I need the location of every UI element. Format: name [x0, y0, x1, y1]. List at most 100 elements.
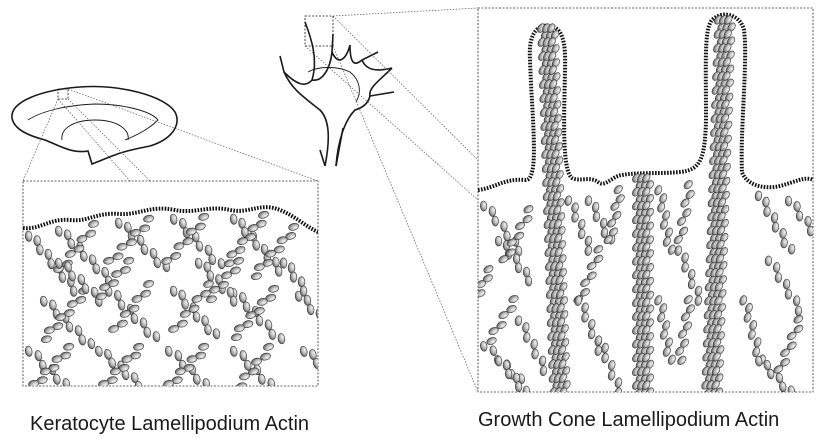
- actin-monomer: [198, 342, 210, 351]
- actin-monomer: [607, 370, 616, 381]
- actin-monomer: [126, 238, 138, 247]
- actin-monomer: [181, 299, 189, 310]
- actin-filament: [170, 286, 221, 340]
- actin-filament: [738, 295, 766, 366]
- actin-monomer: [539, 365, 547, 376]
- actin-monomer: [687, 269, 696, 280]
- growth-cone-caption: Growth Cone Lamellipodium Actin: [478, 409, 779, 431]
- actin-monomer: [787, 385, 795, 396]
- actin-monomer: [114, 290, 122, 301]
- actin-monomer: [571, 202, 580, 213]
- actin-monomer: [47, 258, 55, 269]
- actin-monomer: [687, 278, 696, 289]
- actin-monomer: [239, 292, 247, 303]
- actin-monomer: [62, 378, 71, 389]
- actin-monomer: [779, 228, 787, 239]
- actin-monomer: [592, 211, 600, 222]
- actin-monomer: [212, 328, 220, 339]
- actin-monomer: [258, 210, 270, 219]
- actin-monomer: [682, 179, 694, 191]
- actin-monomer: [771, 212, 779, 223]
- actin-monomer: [772, 222, 780, 233]
- actin-monomer: [792, 314, 804, 325]
- actin-monomer: [592, 244, 604, 255]
- actin-monomer: [195, 241, 203, 252]
- actin-monomer: [174, 350, 183, 361]
- actin-monomer: [747, 329, 757, 341]
- actin-monomer: [204, 324, 212, 335]
- actin-monomer: [785, 196, 792, 206]
- actin-monomer: [748, 319, 758, 331]
- actin-monomer: [577, 219, 586, 230]
- actin-monomer: [495, 356, 502, 366]
- actin-monomer: [612, 184, 624, 196]
- actin-monomer: [614, 387, 623, 398]
- actin-monomer: [601, 352, 610, 363]
- actin-monomer: [788, 244, 796, 255]
- actin-monomer: [280, 258, 287, 268]
- actin-monomer: [233, 256, 245, 265]
- actin-monomer: [587, 319, 596, 330]
- actin-monomer: [489, 206, 496, 216]
- actin-filament: [104, 286, 160, 343]
- actin-monomer: [601, 342, 610, 353]
- actin-monomer: [230, 296, 238, 307]
- actin-filament: [653, 294, 677, 365]
- actin-monomer: [571, 212, 580, 223]
- actin-monomer: [505, 369, 512, 379]
- actin-monomer: [594, 345, 603, 356]
- actin-monomer: [594, 335, 603, 346]
- actin-monomer: [530, 339, 538, 350]
- actin-filament: [772, 314, 804, 375]
- actin-monomer: [513, 254, 520, 264]
- actin-monomer: [584, 245, 593, 256]
- actin-monomer: [169, 214, 177, 225]
- actin-monomer: [775, 272, 782, 282]
- actin-monomer: [143, 279, 155, 289]
- actin-monomer: [807, 226, 814, 236]
- actin-filament: [108, 279, 155, 334]
- actin-monomer: [486, 336, 498, 346]
- actin-monomer: [753, 337, 763, 349]
- actin-filament: [486, 294, 520, 346]
- actin-monomer: [59, 272, 67, 283]
- zoom-projection-lines: [23, 8, 478, 392]
- actin-monomer: [765, 256, 772, 266]
- actin-monomer: [773, 262, 780, 272]
- keratocyte-actin-network: [23, 207, 323, 392]
- actin-monomer: [515, 382, 522, 392]
- actin-monomer: [264, 319, 272, 330]
- actin-monomer: [584, 235, 593, 246]
- actin-monomer: [523, 332, 531, 343]
- actin-monomer: [152, 331, 160, 342]
- actin-filament: [594, 335, 623, 398]
- actin-monomer: [514, 315, 522, 326]
- actin-monomer: [795, 306, 802, 316]
- actin-monomer: [480, 201, 487, 211]
- actin-monomer: [531, 349, 539, 360]
- actin-monomer: [495, 236, 502, 246]
- actin-monomer: [39, 296, 48, 307]
- actin-monomer: [492, 216, 499, 226]
- growth-cone-membrane: [478, 15, 813, 190]
- actin-monomer: [467, 294, 479, 305]
- actin-monomer: [805, 216, 812, 226]
- actin-monomer: [682, 294, 694, 306]
- growth-cone-actin-network: [467, 14, 813, 398]
- actin-monomer: [315, 308, 323, 319]
- actin-monomer: [694, 285, 703, 296]
- actin-filament: [672, 179, 696, 246]
- actin-monomer: [694, 295, 703, 306]
- actin-monomer: [255, 315, 263, 326]
- actin-monomer: [54, 226, 63, 237]
- actin-monomer: [299, 346, 308, 358]
- actin-monomer: [539, 355, 547, 366]
- keratocyte-nucleus: [62, 120, 128, 140]
- actin-monomer: [744, 302, 754, 314]
- actin-filament: [229, 346, 275, 390]
- actin-monomer: [195, 258, 203, 269]
- growth-cone-sketch: [280, 16, 394, 166]
- actin-monomer: [268, 329, 276, 340]
- actin-filament: [467, 264, 494, 305]
- actin-monomer: [133, 342, 145, 351]
